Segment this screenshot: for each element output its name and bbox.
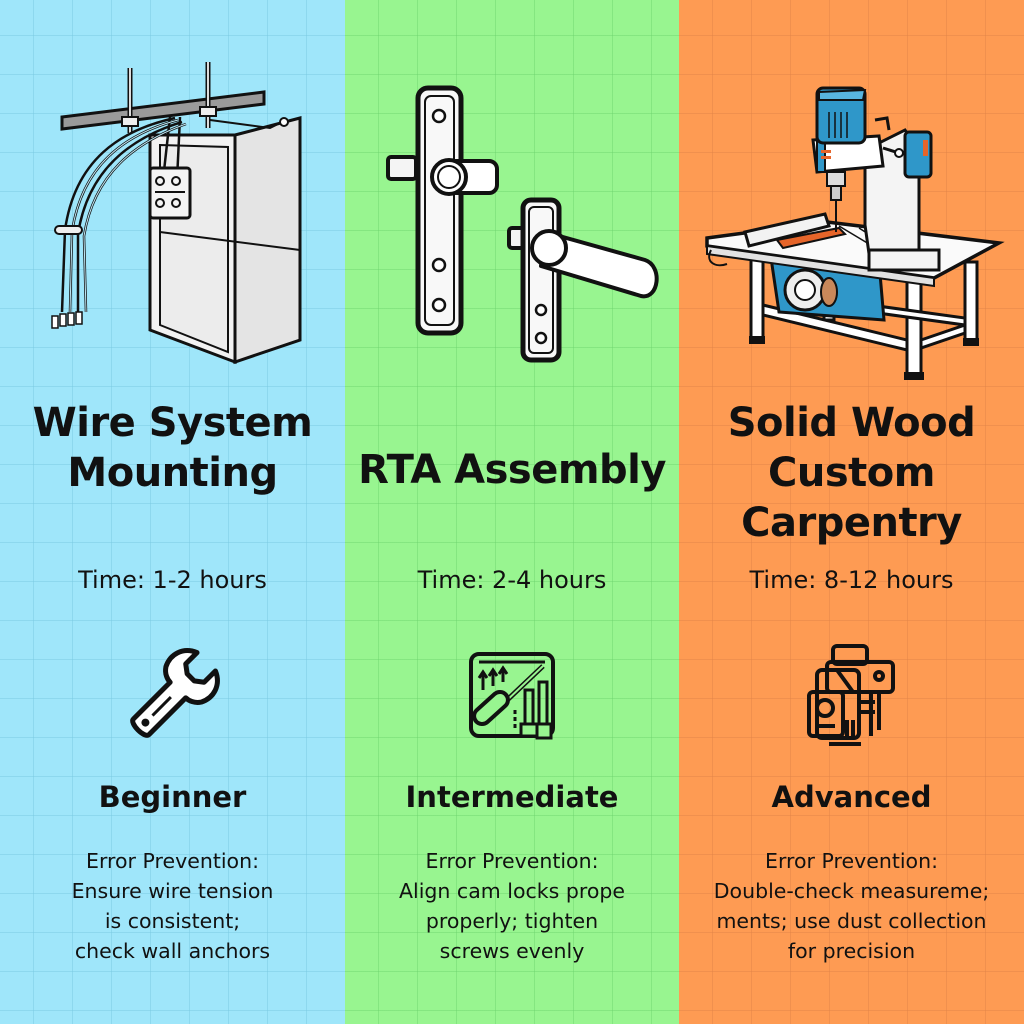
time-estimate: Time: 2-4 hours bbox=[417, 566, 607, 594]
error-prevention-text: Error Prevention: Double-check measureme… bbox=[679, 846, 1024, 966]
time-estimate: Time: 8-12 hours bbox=[749, 566, 954, 594]
column-beginner: Wire System Mounting Time: 1-2 hours Beg… bbox=[0, 0, 345, 1024]
title-line: RTA Assembly bbox=[358, 447, 666, 493]
door-handle-illustration bbox=[386, 85, 659, 363]
error-prevention-label: Error Prevention: bbox=[765, 849, 938, 873]
error-prevention-line: ments; use dust collection bbox=[716, 909, 987, 933]
error-prevention-line: is consistent; bbox=[104, 909, 241, 933]
error-prevention-text: Error Prevention: Align cam locks prope … bbox=[345, 846, 679, 966]
column-advanced: Solid Wood Custom Carpentry Time: 8-12 h… bbox=[679, 0, 1024, 1024]
error-prevention-line: Align cam locks prope bbox=[399, 879, 625, 903]
column-title: Wire System Mounting bbox=[0, 398, 345, 498]
title-line: Carpentry bbox=[741, 500, 962, 546]
title-line: Mounting bbox=[67, 450, 278, 496]
error-prevention-line: screws evenly bbox=[439, 939, 585, 963]
screwdriver-kit-icon bbox=[469, 652, 555, 740]
error-prevention-line: Double-check measureme; bbox=[713, 879, 990, 903]
error-prevention-text: Error Prevention: Ensure wire tension is… bbox=[0, 846, 345, 966]
column-title: RTA Assembly bbox=[345, 445, 679, 495]
title-line: Solid Wood bbox=[727, 400, 976, 446]
skill-level: Advanced bbox=[771, 780, 932, 814]
wrench-icon bbox=[129, 648, 220, 738]
toolbox-icon bbox=[806, 644, 895, 746]
wire-system-illustration bbox=[51, 62, 302, 365]
error-prevention-line: for precision bbox=[787, 939, 916, 963]
error-prevention-line: properly; tighten bbox=[425, 909, 599, 933]
title-line: Wire System bbox=[32, 400, 313, 446]
skill-level: Beginner bbox=[98, 780, 247, 814]
error-prevention-line: check wall anchors bbox=[74, 939, 271, 963]
woodworking-machine-illustration bbox=[705, 86, 1005, 380]
time-estimate: Time: 1-2 hours bbox=[78, 566, 267, 594]
column-intermediate: RTA Assembly Time: 2-4 hours Intermediat… bbox=[345, 0, 679, 1024]
error-prevention-label: Error Prevention: bbox=[86, 849, 259, 873]
error-prevention-line: Ensure wire tension bbox=[71, 879, 274, 903]
error-prevention-label: Error Prevention: bbox=[425, 849, 599, 873]
title-line: Custom bbox=[768, 450, 935, 496]
column-title: Solid Wood Custom Carpentry bbox=[679, 398, 1024, 548]
skill-level: Intermediate bbox=[405, 780, 619, 814]
